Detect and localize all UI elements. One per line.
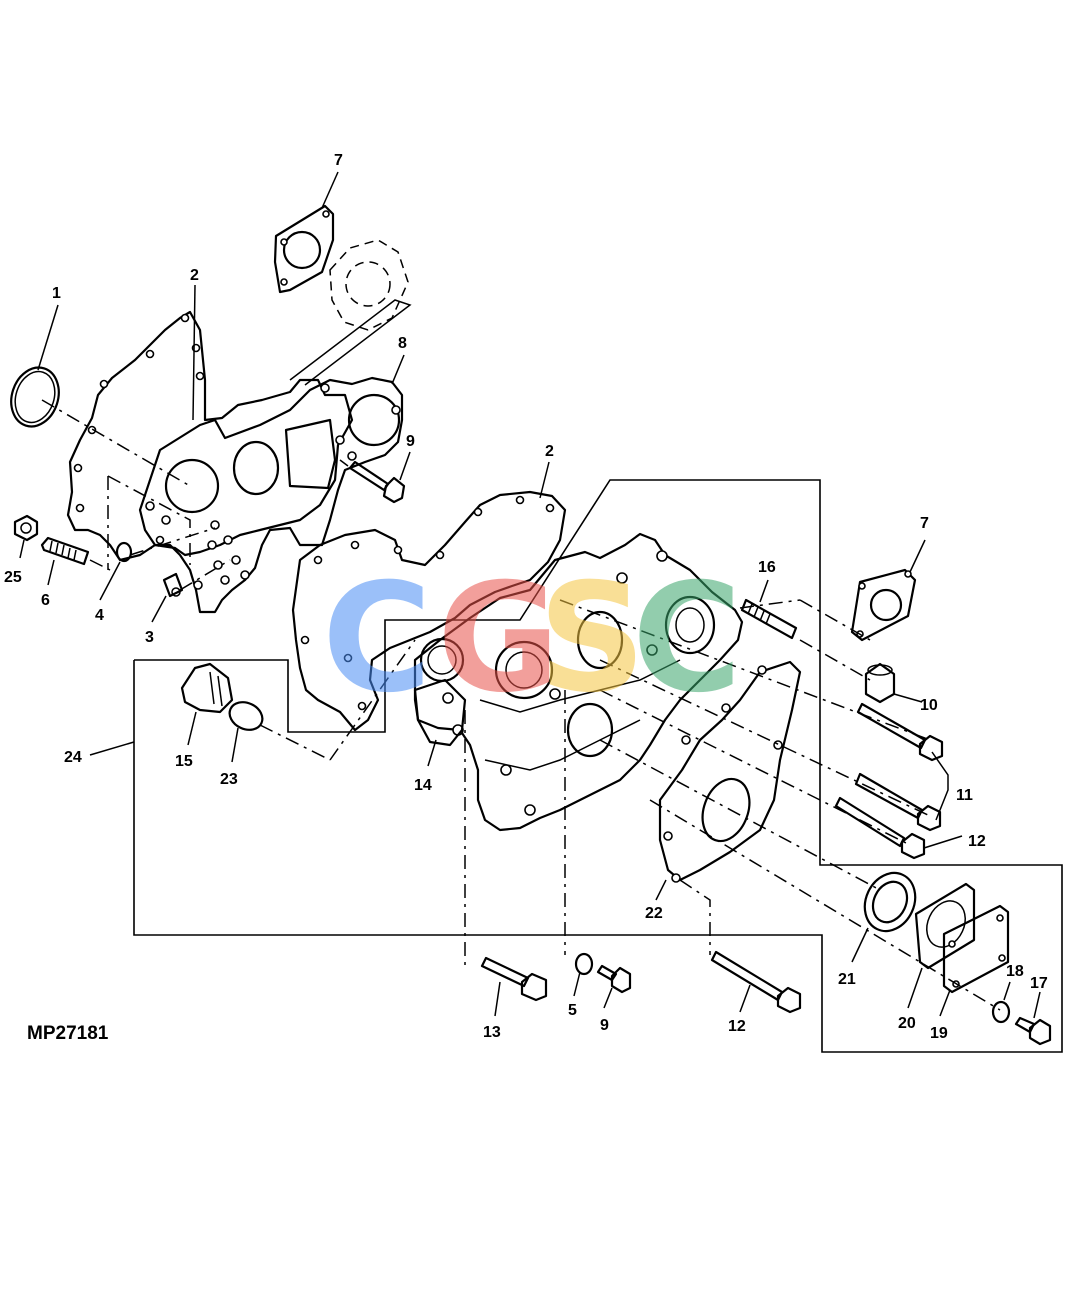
cover-plate-part-19 xyxy=(942,904,1010,994)
gasket-part-20 xyxy=(914,882,976,970)
gasket-part-7-top xyxy=(273,204,335,294)
gasket-part-7-right xyxy=(850,568,917,642)
callout-25: 25 xyxy=(4,569,22,586)
callout-22: 22 xyxy=(645,905,663,922)
bolt-part-12-right xyxy=(834,796,926,860)
watermark-letter-1: C xyxy=(322,552,432,726)
watermark-letter-4: C xyxy=(632,552,742,726)
callout-12-lower: 12 xyxy=(728,1018,746,1035)
o-ring-part-1 xyxy=(10,366,60,428)
o-ring-part-23 xyxy=(228,701,264,731)
callout-15: 15 xyxy=(175,753,193,770)
front-plate-part-8 xyxy=(138,376,404,614)
stud-part-6 xyxy=(40,536,90,566)
callout-5: 5 xyxy=(568,1002,577,1019)
o-ring-part-4 xyxy=(115,541,133,563)
callout-4: 4 xyxy=(95,607,104,624)
plug-part-15 xyxy=(180,662,234,714)
callout-18: 18 xyxy=(1006,963,1024,980)
callout-21: 21 xyxy=(838,971,856,988)
cap-screw-part-9-upper xyxy=(348,460,406,504)
callout-9-upper: 9 xyxy=(406,433,415,450)
callout-11: 11 xyxy=(956,787,973,804)
stud-part-16 xyxy=(740,598,798,640)
washer-part-18 xyxy=(991,1000,1011,1024)
callout-3: 3 xyxy=(145,629,154,646)
bolt-part-12-lower xyxy=(710,950,802,1014)
gasket-part-2-upper xyxy=(66,310,354,562)
callout-12-right: 12 xyxy=(968,833,986,850)
callout-7-top: 7 xyxy=(334,152,343,169)
callout-24: 24 xyxy=(64,749,82,766)
bolt-part-11-a xyxy=(856,702,944,762)
spacer-part-10 xyxy=(864,662,896,704)
gear-housing xyxy=(413,532,744,832)
callout-17: 17 xyxy=(1030,975,1048,992)
oil-seal-part-21 xyxy=(863,871,917,933)
washer-part-5 xyxy=(574,952,594,976)
assembly-frame xyxy=(133,479,1063,1053)
gasket-part-2-middle xyxy=(291,490,567,732)
callout-20: 20 xyxy=(898,1015,916,1032)
callout-14: 14 xyxy=(414,777,432,794)
watermark-letter-3: S xyxy=(538,552,646,726)
bolt-part-11-b xyxy=(854,772,942,832)
cap-screw-part-9-lower xyxy=(596,964,632,994)
figure-id: MP27181 xyxy=(27,1023,109,1044)
callout-7-right: 7 xyxy=(920,515,929,532)
callout-2-middle: 2 xyxy=(545,443,554,460)
callout-13: 13 xyxy=(483,1024,501,1041)
callout-16: 16 xyxy=(758,559,776,576)
callout-1: 1 xyxy=(52,285,61,302)
plug-part-3 xyxy=(162,572,184,598)
callout-6: 6 xyxy=(41,592,50,609)
callout-9-lower: 9 xyxy=(600,1017,609,1034)
cap-screw-part-17 xyxy=(1014,1016,1052,1046)
callout-23: 23 xyxy=(220,771,238,788)
nut-part-25 xyxy=(13,514,39,542)
watermark-logo: C G S C xyxy=(322,552,742,726)
callout-19: 19 xyxy=(930,1025,948,1042)
callout-8: 8 xyxy=(398,335,407,352)
callout-2-upper: 2 xyxy=(190,267,199,284)
watermark-letter-2: G xyxy=(437,552,560,726)
callout-10: 10 xyxy=(920,697,938,714)
bolt-part-13 xyxy=(480,956,548,1002)
